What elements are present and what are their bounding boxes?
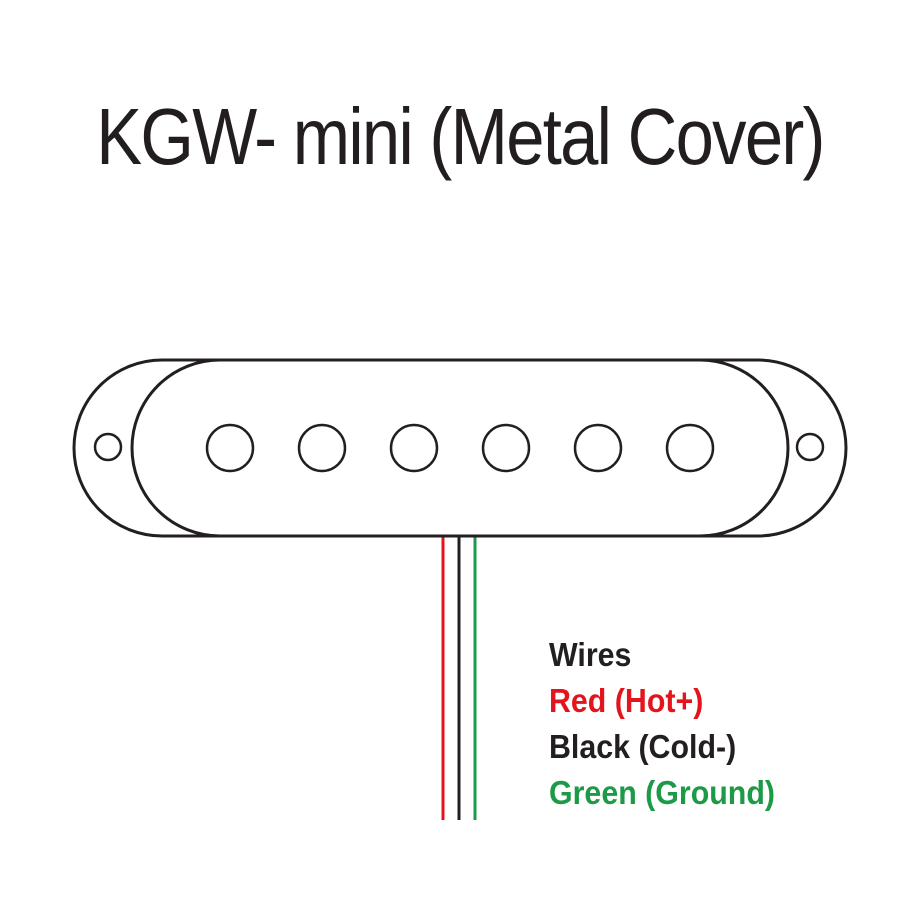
legend-item-green: Green (Ground): [549, 774, 776, 811]
pole-piece: [573, 423, 623, 473]
page-title: KGW- mini (Metal Cover): [96, 92, 825, 181]
legend-item-red: Red (Hot+): [549, 682, 704, 719]
pole-piece: [481, 423, 531, 473]
pole-piece: [297, 423, 347, 473]
legend-heading: Wires: [549, 636, 632, 673]
pole-pieces: [205, 423, 715, 473]
pole-piece: [665, 423, 715, 473]
wires-legend: Wires Red (Hot+) Black (Cold-) Green (Gr…: [549, 632, 795, 816]
pole-piece: [389, 423, 439, 473]
mounting-hole-right: [795, 432, 825, 462]
mounting-hole-left: [93, 432, 123, 462]
legend-item-black: Black (Cold-): [549, 728, 737, 765]
pole-piece: [205, 423, 255, 473]
pickup-cover: [130, 358, 790, 538]
